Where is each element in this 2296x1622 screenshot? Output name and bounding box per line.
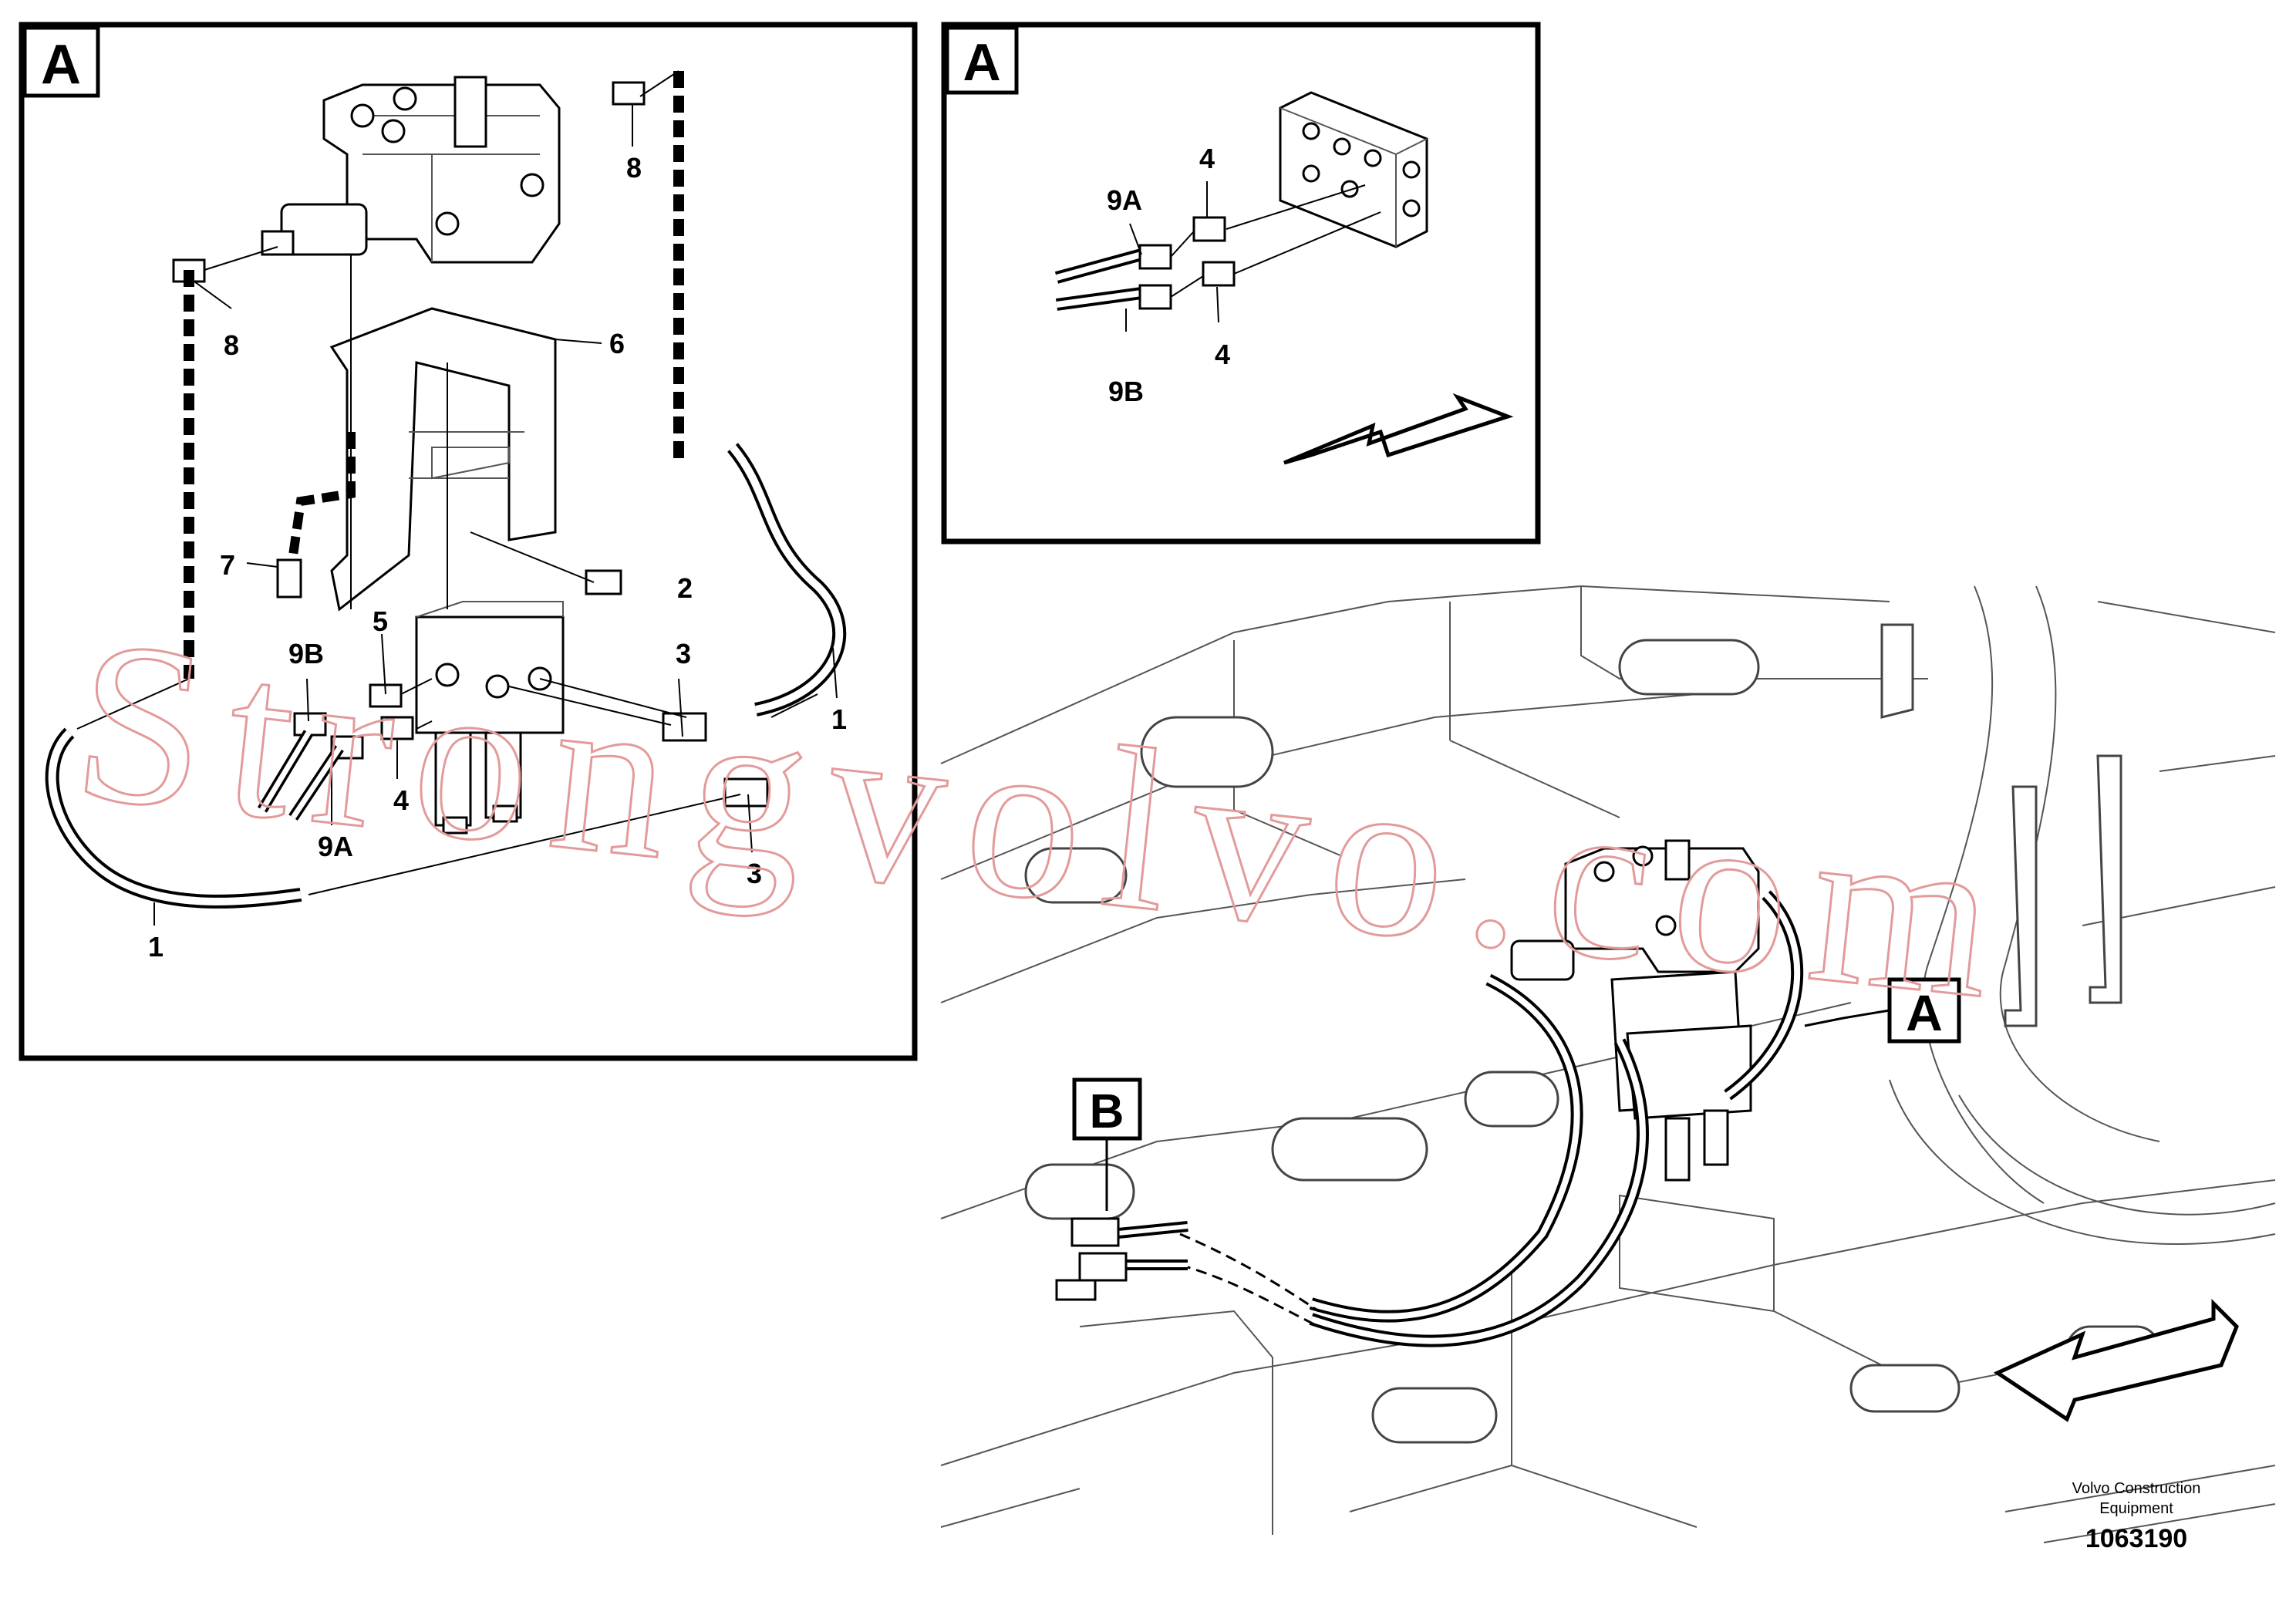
footer-part-number: 1063190 (2085, 1524, 2187, 1553)
inset-callout-4-top: 4 (1199, 143, 1215, 174)
leader-lines (153, 104, 838, 926)
fittings (172, 81, 769, 808)
overview-direction-arrow (1993, 1298, 2239, 1422)
inset-panel: A 9A 4 (941, 22, 1541, 545)
inset-callout-9a: 9A (1107, 184, 1142, 216)
callout-8-left: 8 (224, 329, 239, 361)
inset-panel-frame (941, 22, 1541, 545)
inset-callouts: 9A 4 4 9B (1107, 143, 1230, 407)
detail-panel: A (19, 22, 918, 1061)
callout-1-right: 1 (831, 703, 847, 735)
inset-leaders (1125, 181, 1219, 332)
inset-arrow-shape (1283, 393, 1514, 465)
footer-company-line2: Equipment (2099, 1500, 2173, 1517)
inset-callout-9b: 9B (1108, 376, 1144, 407)
footer-company-line1: Volvo Construction (2072, 1480, 2201, 1497)
inset-valve-block (1279, 91, 1428, 248)
callout-3-bottom: 3 (747, 858, 762, 889)
inset-panel-tag-box (945, 25, 1019, 95)
callout-6: 6 (609, 328, 625, 359)
callout-7: 7 (220, 549, 235, 581)
callout-8-right: 8 (626, 152, 642, 184)
callout-3-top: 3 (676, 638, 691, 669)
hoses (45, 70, 847, 909)
overview-tag-b: B (1090, 1085, 1124, 1138)
overview-tag-a-box (1887, 977, 1961, 1044)
callout-4: 4 (393, 784, 409, 816)
callout-9b: 9B (288, 638, 324, 669)
detail-panel-tag: A (41, 34, 81, 96)
overview-drawing: A B (940, 585, 2276, 1543)
callout-9a: 9A (318, 831, 353, 862)
callout-5: 5 (373, 605, 388, 637)
inset-callout-4-bottom: 4 (1215, 339, 1230, 370)
overview-tag-b-box (1072, 1077, 1142, 1141)
inset-panel-tag: A (963, 33, 1000, 92)
footer: Volvo Construction Equipment 1063190 (2072, 1480, 2201, 1553)
overview-tag-a: A (1906, 984, 1943, 1041)
callout-1-left: 1 (148, 931, 164, 963)
detail-callouts: 8 8 6 7 2 5 9B 3 1 4 9A 3 1 (148, 152, 847, 963)
callout-2: 2 (677, 572, 693, 604)
overview-valve-assembly (1510, 839, 1760, 1182)
detail-panel-tag-box (22, 25, 100, 98)
inset-hoses (1054, 184, 1381, 311)
control-valve (261, 76, 561, 264)
